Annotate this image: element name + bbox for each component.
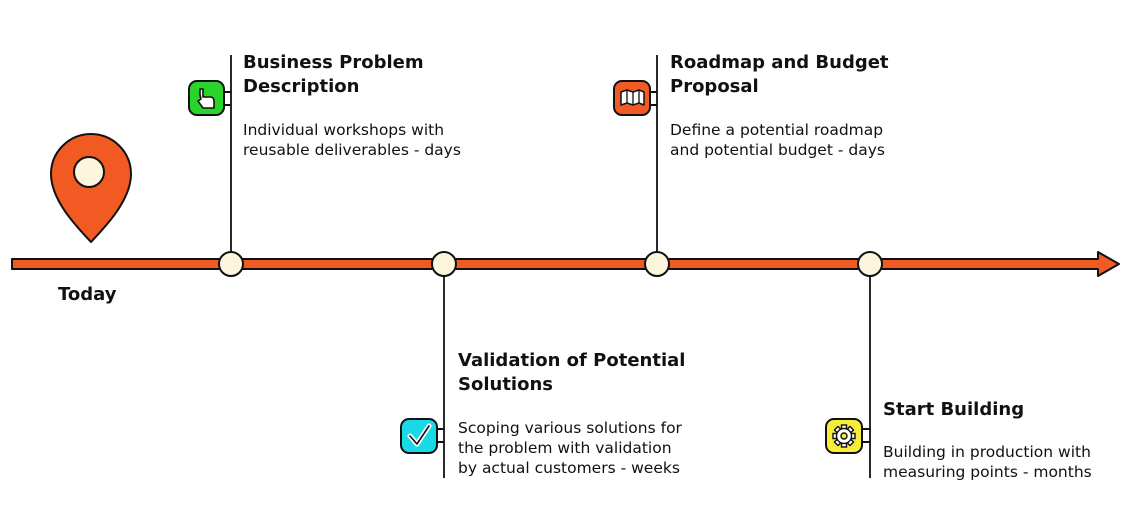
milestone-node <box>218 251 244 277</box>
location-pin-icon <box>50 133 132 243</box>
today-label: Today <box>58 284 117 305</box>
map-icon <box>613 80 657 116</box>
milestone-title: Roadmap and Budget Proposal <box>670 52 889 97</box>
milestone-description: Building in production with measuring po… <box>883 443 1092 481</box>
milestone-description: Scoping various solutions for the proble… <box>458 419 682 477</box>
timeline-arrow <box>11 251 1120 277</box>
milestone-title: Business Problem Description <box>243 52 424 97</box>
milestone-node <box>644 251 670 277</box>
milestone-title: Validation of Potential Solutions <box>458 350 686 395</box>
gear-icon <box>825 418 870 454</box>
milestone-title: Start Building <box>883 399 1025 420</box>
milestone-node <box>431 251 457 277</box>
milestone-description: Define a potential roadmap and potential… <box>670 121 885 159</box>
milestone-description: Individual workshops with reusable deliv… <box>243 121 461 159</box>
milestone-node <box>857 251 883 277</box>
checkmark-icon <box>400 418 444 454</box>
pointer-hand-icon <box>188 80 231 116</box>
